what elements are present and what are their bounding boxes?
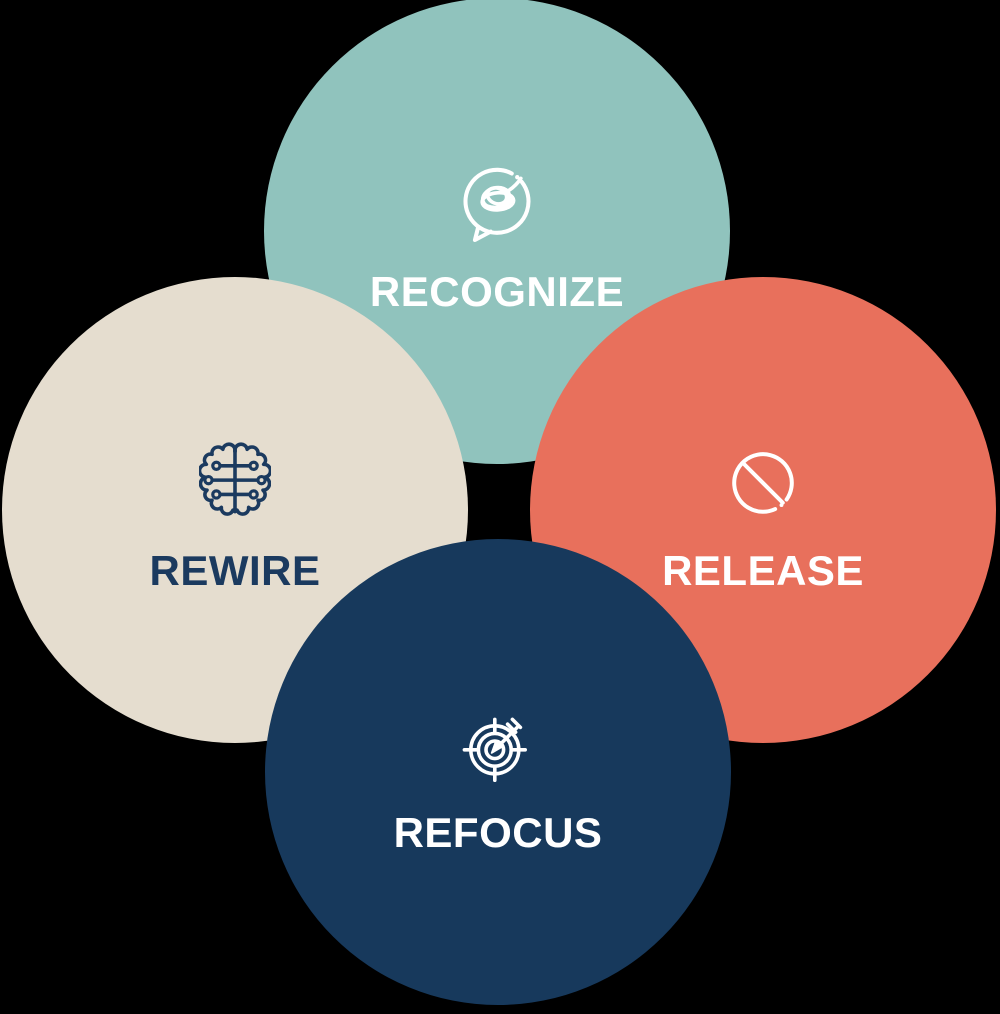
refocus-content: REFOCUS — [394, 699, 603, 857]
recognize-label: RECOGNIZE — [369, 268, 625, 315]
tangled-thoughts-speech-bubble-icon — [452, 158, 542, 250]
recognize-content: RECOGNIZE — [370, 158, 624, 316]
refocus-circle: REFOCUS — [265, 539, 731, 1005]
target-with-dart-icon — [458, 699, 538, 791]
prohibition-sign-icon — [723, 437, 803, 529]
brain-circuit-icon — [199, 437, 271, 529]
rewire-label: REWIRE — [149, 547, 321, 594]
release-content: RELEASE — [662, 437, 864, 595]
rewire-content: REWIRE — [150, 437, 321, 595]
refocus-label: REFOCUS — [393, 809, 603, 856]
release-label: RELEASE — [662, 547, 864, 594]
